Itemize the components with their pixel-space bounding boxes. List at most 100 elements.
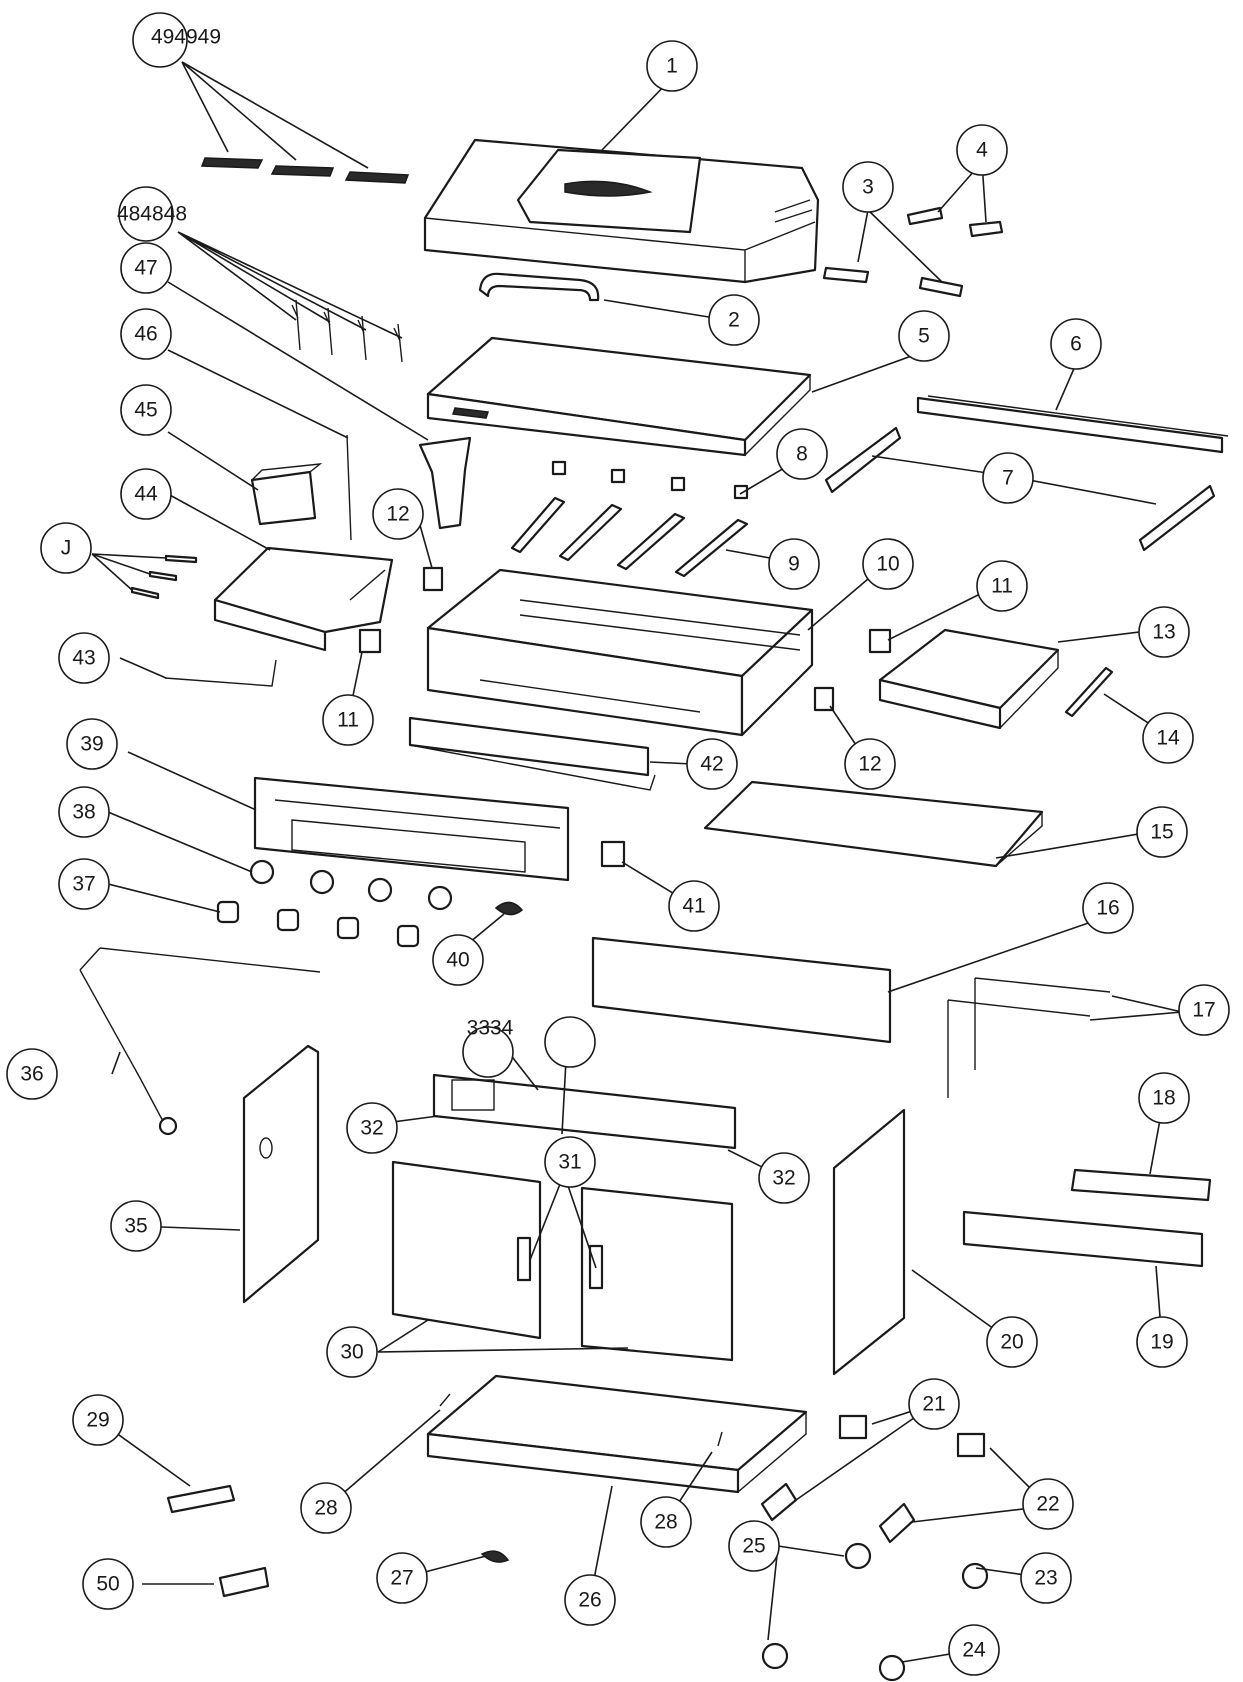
part-5-griddle	[426, 336, 812, 457]
callout-31: 31	[544, 1136, 596, 1188]
callout-494949-label: 494949	[151, 26, 221, 49]
callout-43-label: 43	[72, 647, 95, 670]
callout-27: 27	[376, 1552, 428, 1604]
callout-15-label: 15	[1150, 821, 1173, 844]
callout-6: 6	[1050, 318, 1102, 370]
part-18-19-trim	[962, 1168, 1212, 1268]
callout-20-label: 20	[1000, 1331, 1023, 1354]
callout-16: 16	[1082, 882, 1134, 934]
callout-41-label: 41	[682, 895, 705, 918]
callout-484848: 484848	[117, 186, 187, 242]
callout-14-label: 14	[1156, 727, 1180, 750]
callout-36-label: 36	[20, 1063, 43, 1086]
callout-26-label: 26	[578, 1589, 601, 1612]
callout-50: 50	[82, 1558, 134, 1610]
callout-13: 13	[1138, 606, 1190, 658]
callout-J-label: J	[61, 537, 72, 560]
callout-17-label: 17	[1192, 999, 1215, 1022]
callout-21: 21	[908, 1378, 960, 1430]
callout-J: J	[40, 522, 92, 574]
callout-bubbles: 494949 1 4 3 484848 2 47 46	[6, 12, 1230, 1676]
part-45-46-47	[250, 434, 472, 541]
callout-41: 41	[668, 880, 720, 932]
callout-42: 42	[686, 738, 738, 790]
callout-29: 29	[72, 1394, 124, 1446]
part-15-drip-tray	[703, 780, 1044, 868]
callout-32-right-label: 32	[772, 1167, 795, 1190]
callout-40: 40	[432, 934, 484, 986]
callout-11-right-label: 11	[991, 575, 1013, 598]
callout-46-label: 46	[134, 323, 157, 346]
part-43-rod	[164, 659, 277, 687]
part-9-burners	[510, 496, 749, 578]
callout-23: 23	[1020, 1552, 1072, 1604]
callout-2-label: 2	[728, 309, 740, 332]
part-49-clips	[200, 157, 410, 184]
callout-37-label: 37	[72, 873, 95, 896]
part-1-lid	[423, 138, 820, 284]
callout-46: 46	[120, 308, 172, 360]
callout-38: 38	[58, 786, 110, 838]
callout-19: 19	[1136, 1316, 1188, 1368]
part-29-50-fittings	[166, 1484, 270, 1598]
callout-24: 24	[948, 1624, 1000, 1676]
callout-3334: 3334	[462, 1017, 514, 1078]
callout-2: 2	[708, 294, 760, 346]
callout-37: 37	[58, 858, 110, 910]
callout-20: 20	[986, 1316, 1038, 1368]
part-28-pins	[439, 1393, 723, 1447]
part-10-firebox	[426, 568, 814, 737]
callout-26: 26	[564, 1574, 616, 1626]
callout-50-label: 50	[96, 1573, 119, 1596]
callout-15: 15	[1136, 806, 1188, 858]
callout-28-right: 28	[640, 1496, 692, 1548]
callout-27-label: 27	[390, 1567, 413, 1590]
callout-25-label: 25	[742, 1535, 765, 1558]
part-14-towel-bar	[1064, 666, 1114, 718]
callout-5-label: 5	[918, 325, 930, 348]
callout-22-label: 22	[1036, 1493, 1059, 1516]
part-35-left-panel	[242, 1044, 320, 1304]
callout-11-left-label: 11	[337, 709, 359, 732]
callout-18: 18	[1138, 1072, 1190, 1124]
callout-12-upper: 12	[372, 488, 424, 540]
callout-11-left: 11	[322, 694, 374, 746]
callout-21-label: 21	[922, 1393, 945, 1416]
callout-1: 1	[646, 40, 698, 92]
part-44-left-shelf	[213, 546, 394, 652]
part-3-4-pins	[822, 206, 1004, 298]
callout-11-right: 11	[976, 560, 1028, 612]
callout-12-lower: 12	[844, 738, 896, 790]
callout-12-upper-label: 12	[386, 503, 409, 526]
part-40-ignitor-button	[494, 901, 524, 916]
callout-484848-label: 484848	[117, 203, 187, 226]
callout-40-label: 40	[446, 949, 469, 972]
part-38-bezels	[249, 859, 453, 911]
callout-3334-label: 3334	[467, 1017, 514, 1040]
part-7-side-rails	[824, 426, 1216, 552]
callout-7: 7	[982, 452, 1034, 504]
part-41-ignitor	[600, 840, 626, 868]
part-33-34-top-frame	[432, 1073, 737, 1150]
callout-blank	[544, 1016, 596, 1068]
callout-28-left: 28	[300, 1482, 352, 1534]
callout-44: 44	[120, 468, 172, 520]
part-16-back-panel	[591, 936, 892, 1044]
callout-18-label: 18	[1152, 1087, 1175, 1110]
callout-22: 22	[1022, 1478, 1074, 1530]
callout-3: 3	[842, 161, 894, 213]
callout-35: 35	[110, 1200, 162, 1252]
callout-8-label: 8	[796, 443, 808, 466]
part-11-12-brackets-left	[358, 566, 444, 654]
part-37-knobs	[216, 900, 420, 948]
callout-28-left-label: 28	[314, 1497, 337, 1520]
part-23-24-25-casters	[761, 1542, 989, 1682]
callout-13-label: 13	[1152, 621, 1175, 644]
callout-10-label: 10	[876, 553, 899, 576]
callout-30: 30	[326, 1326, 378, 1378]
part-26-base	[426, 1374, 808, 1494]
callout-32-left: 32	[346, 1102, 398, 1154]
callout-8: 8	[776, 428, 828, 480]
callout-32-right: 32	[758, 1152, 810, 1204]
